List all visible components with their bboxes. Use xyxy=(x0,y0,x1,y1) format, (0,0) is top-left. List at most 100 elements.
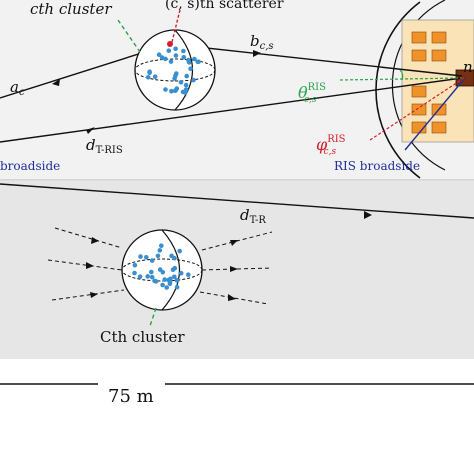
incoming-ray-arrow xyxy=(91,237,99,244)
label-d-t-ris: dT-RIS xyxy=(86,136,123,156)
scatter-dot xyxy=(149,274,155,280)
scatter-dot xyxy=(173,73,178,78)
scatter-dot xyxy=(174,284,180,290)
incoming-ray-arrow xyxy=(86,262,94,269)
scatter-dot xyxy=(132,262,138,268)
label-broadside-left: broadside xyxy=(0,159,60,173)
arrow-b-cs xyxy=(253,50,261,57)
scatter-dot xyxy=(170,267,176,273)
Cth-cluster-pointer xyxy=(149,307,157,327)
scatter-dot xyxy=(147,69,152,74)
scatter-dot xyxy=(184,73,189,79)
scatter-dot xyxy=(145,75,151,80)
outgoing-ray-arrow xyxy=(230,266,238,272)
ris-arc-inner xyxy=(391,0,446,171)
incoming-ray xyxy=(51,289,125,301)
scatterer-point xyxy=(167,41,173,47)
top-cluster-dots xyxy=(145,46,201,95)
ris-element xyxy=(411,49,427,62)
label-b-cs: bc,s xyxy=(250,32,274,52)
scatter-dot xyxy=(149,258,155,263)
ris-broadside-line xyxy=(404,77,466,151)
scatter-dot xyxy=(144,254,149,260)
scatter-dot xyxy=(183,82,189,88)
bottom-panel xyxy=(0,181,474,359)
scatter-dot xyxy=(168,276,173,282)
scatter-dot xyxy=(188,66,193,72)
bottom-cluster-meridian xyxy=(161,229,181,311)
scatter-dot xyxy=(160,282,165,288)
label-n-partial: n xyxy=(463,58,473,76)
ris-element xyxy=(411,85,427,98)
scatter-dot xyxy=(196,59,201,64)
scatter-dot xyxy=(178,270,184,276)
bottom-cluster xyxy=(121,229,203,311)
scatter-dot xyxy=(153,279,159,284)
ris-element xyxy=(431,31,447,44)
scatter-dot xyxy=(149,269,154,275)
incoming-rays xyxy=(47,227,125,301)
top-cluster xyxy=(134,29,216,111)
scatter-dot xyxy=(192,56,197,62)
incoming-ray xyxy=(47,259,123,271)
path-b-cs xyxy=(169,43,463,77)
label-cth-cluster: cth cluster xyxy=(30,0,112,18)
ris-element xyxy=(431,121,447,134)
scatter-dot xyxy=(169,88,174,94)
incoming-ray-arrow xyxy=(90,292,98,298)
bottom-cluster-dots xyxy=(132,243,191,290)
scatter-dot xyxy=(173,46,178,52)
label-ris-broadside: RIS broadside xyxy=(334,159,420,173)
scatter-dot xyxy=(164,285,169,290)
label-scatterer: (c, s)th scatterer xyxy=(165,0,284,12)
scatter-dot xyxy=(173,53,179,58)
scatter-dot xyxy=(157,248,163,253)
scatter-dot xyxy=(162,277,167,282)
scatter-dot xyxy=(174,86,180,91)
label-distance: 75 m xyxy=(108,386,154,407)
phi-ref-line xyxy=(369,77,465,141)
outgoing-ray xyxy=(199,291,269,305)
scatter-dot xyxy=(145,274,150,279)
top-cluster-sphere xyxy=(134,29,216,111)
label-Cth-cluster: Cth cluster xyxy=(100,328,185,346)
scatter-dot xyxy=(191,77,196,83)
scatter-dot xyxy=(159,243,164,248)
scatter-dot xyxy=(178,80,184,85)
scatter-dot xyxy=(137,274,143,280)
theta-arc xyxy=(399,69,404,81)
scatterer-pointer xyxy=(171,9,181,43)
scatter-dot xyxy=(181,48,186,54)
scatter-dot xyxy=(168,59,174,64)
scatter-dot xyxy=(152,74,158,79)
path-d-t-r xyxy=(0,183,474,219)
theta-ref-line xyxy=(339,77,463,81)
scatter-dot xyxy=(155,253,161,259)
scatter-dot xyxy=(186,57,191,63)
ris-element xyxy=(411,31,427,44)
scatter-dot xyxy=(186,272,191,278)
scatter-dot xyxy=(163,56,168,62)
scatter-dot xyxy=(172,274,177,280)
scatter-dot xyxy=(169,253,174,259)
arrow-a-c xyxy=(52,79,60,86)
scatter-dot xyxy=(167,281,173,287)
outgoing-ray-arrow xyxy=(228,294,236,301)
scatter-dot xyxy=(177,248,182,254)
arrow-d-t-r xyxy=(364,211,372,219)
scatter-dot xyxy=(132,270,137,276)
ris-element xyxy=(411,103,427,116)
path-d-t-ris xyxy=(0,77,463,143)
ris-element xyxy=(431,49,447,62)
scatter-dot xyxy=(175,278,180,283)
top-cluster-equator xyxy=(134,58,216,82)
scatter-dot xyxy=(181,55,187,60)
label-d-t-r: dT-R xyxy=(240,206,266,226)
incoming-ray xyxy=(54,227,123,249)
arrow-d-t-ris xyxy=(86,127,95,134)
scatter-dot xyxy=(166,48,172,53)
label-a-c: ac xyxy=(10,78,25,98)
outgoing-rays xyxy=(199,231,273,305)
